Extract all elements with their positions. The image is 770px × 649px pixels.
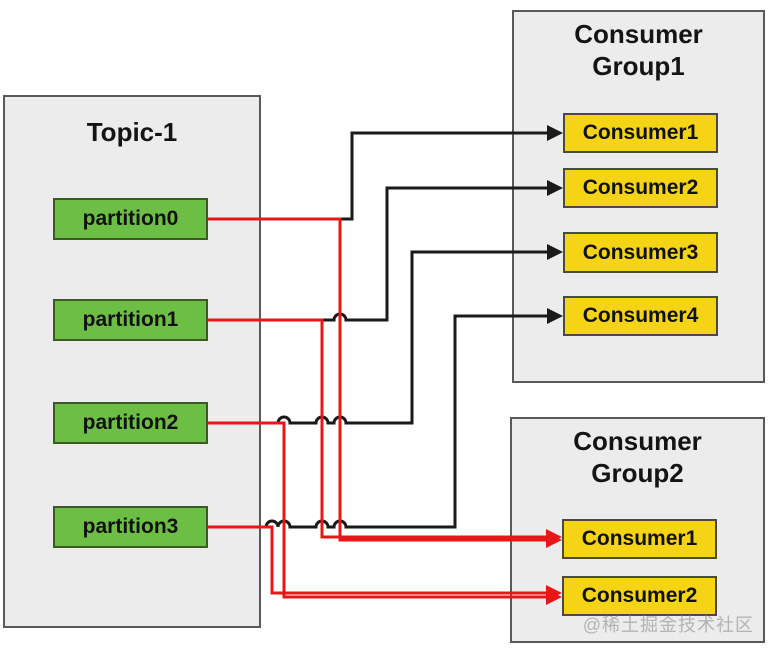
g2-consumer1-node: Consumer1 (562, 519, 717, 559)
g1-consumer2-node: Consumer2 (563, 168, 718, 208)
partition3-node: partition3 (53, 506, 208, 548)
g1-consumer4-node: Consumer4 (563, 296, 718, 336)
g1-consumer1-node: Consumer1 (563, 113, 718, 153)
topic-title: Topic-1 (86, 117, 178, 147)
partition0-node: partition0 (53, 198, 208, 240)
watermark: @稀土掘金技术社区 (582, 615, 754, 635)
partition1-node: partition1 (53, 299, 208, 341)
topic-box: Topic-1 (3, 95, 261, 628)
g2-consumer2-node: Consumer2 (562, 576, 717, 616)
group1-title: Consumer Group1 (574, 19, 703, 81)
group2-title: Consumer Group2 (573, 426, 702, 488)
g1-consumer3-node: Consumer3 (563, 232, 718, 273)
partition2-node: partition2 (53, 402, 208, 444)
